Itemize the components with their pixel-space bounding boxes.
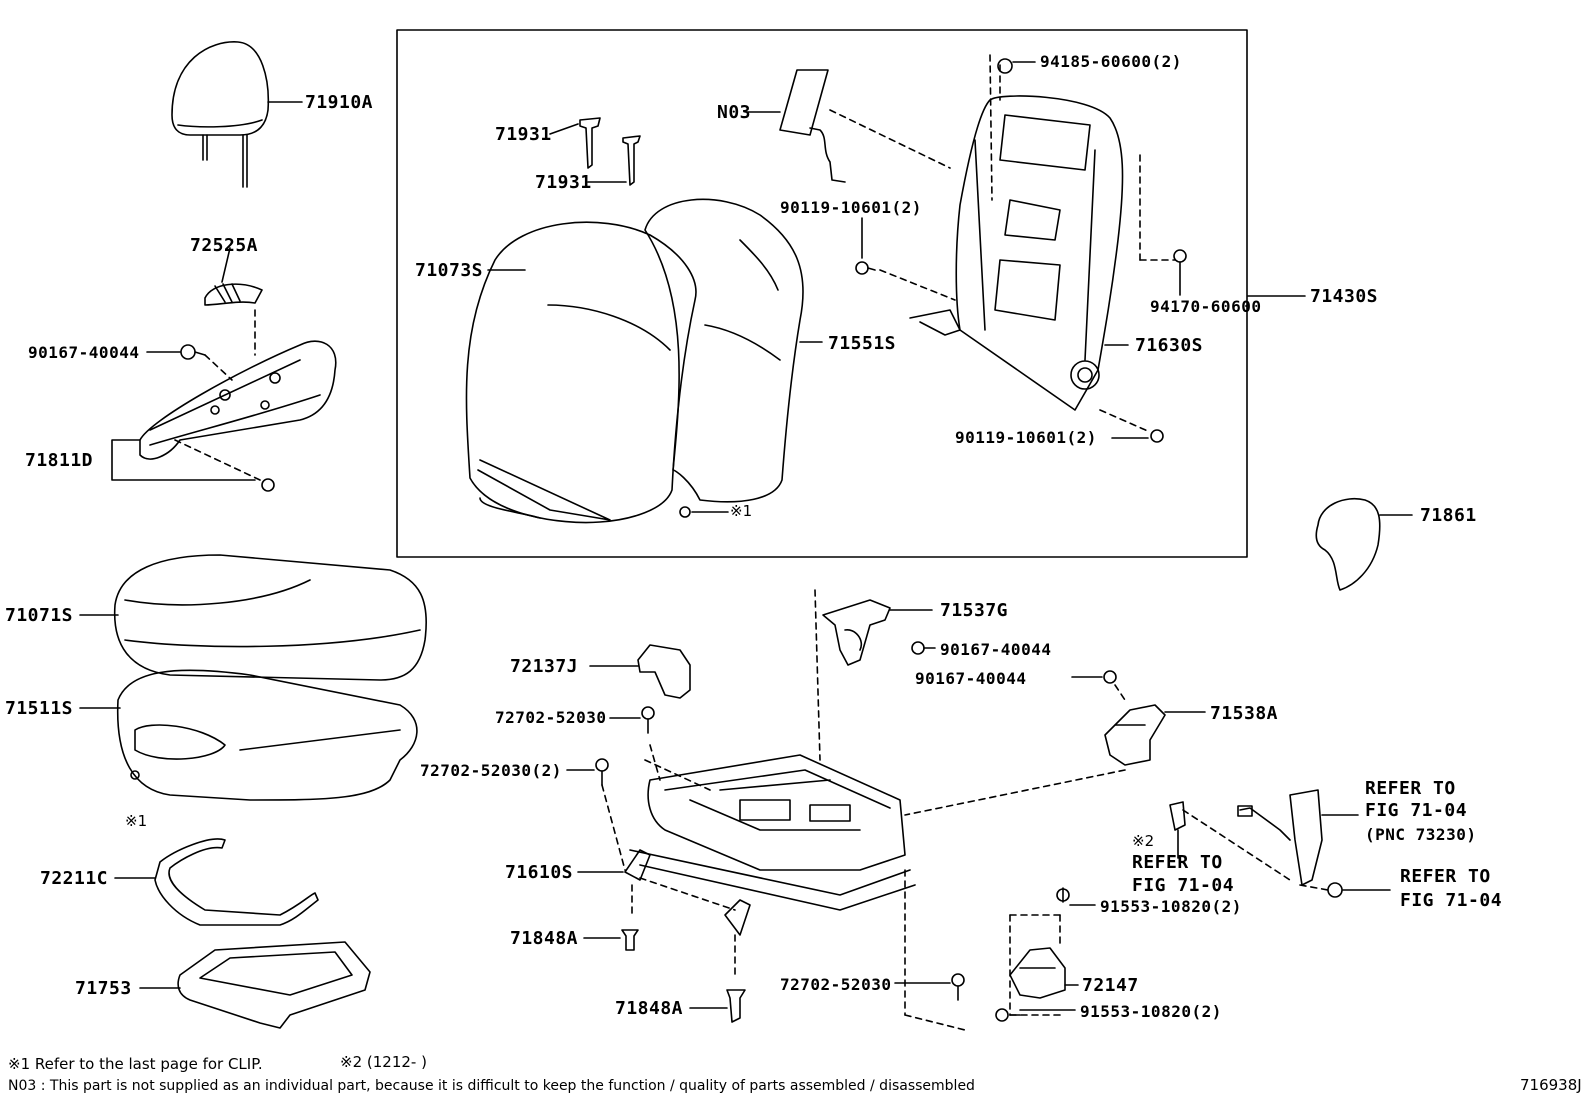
clip-ref-mark-b: ※1 [125,812,148,830]
cushion-cover-71071S [79,554,427,681]
label-94170-60600: 94170-60600 [1150,297,1262,316]
n03-footnote: N03 : This part is not supplied as an in… [8,1078,975,1094]
label-71071S: 71071S [5,605,74,626]
knob-72525A [204,247,263,356]
label-72137J: 72137J [510,656,579,677]
label-71511S: 71511S [5,698,74,719]
label-90167-40044-c: 90167-40044 [915,669,1027,688]
label-71537G: 71537G [940,600,1009,621]
seat-track-71610S [577,744,966,1031]
label-71538A: 71538A [1210,703,1279,724]
clip-ref-mark: ※1 [730,502,753,520]
bracket-72147 [995,887,1096,1022]
bracket-71537G [814,589,936,761]
date-footnote: ※2 (1212- ) [340,1053,427,1071]
seat-belt-buckle [1169,789,1391,898]
pins-71848A [583,929,746,1023]
label-71861: 71861 [1420,505,1477,526]
label-71630S: 71630S [1135,335,1204,356]
cover-72137J [589,644,691,699]
label-71610S: 71610S [505,862,574,883]
clip-footnote: ※1 Refer to the last page for CLIP. [8,1055,263,1073]
label-71848A-b: 71848A [615,998,684,1019]
refer-pnc-label: (PNC 73230) [1365,825,1477,844]
label-91553-10820-b: 91553-10820(2) [1080,1002,1222,1021]
label-72211C: 72211C [40,868,109,889]
headrest-part [171,41,303,188]
label-71848A-a: 71848A [510,928,579,949]
label-N03: N03 [717,102,752,123]
headrest-guides-71931 [549,117,641,186]
refer-fig-label-1: FIG 71-04 [1365,800,1468,821]
label-90167-40044-a: 90167-40044 [28,343,140,362]
wire-72211C [114,838,319,926]
seatback-group-frame [396,29,1248,558]
cushion-pad-71511S [79,669,418,801]
refer-to-label-3: REFER TO [1400,866,1491,887]
seatback-cover-71073S [465,221,697,524]
label-72702-52030-b: 72702-52030 [780,975,892,994]
label-72702-52030-a: 72702-52030 [495,708,607,727]
refer-to-label-1: REFER TO [1365,778,1456,799]
label-90167-40044-b: 90167-40044 [940,640,1052,659]
seatback-frame-71630S [855,54,1306,443]
label-71753: 71753 [75,978,132,999]
label-90119-10601-b: 90119-10601(2) [955,428,1097,447]
tray-71753 [139,941,371,1029]
bracket-71538A [904,670,1206,816]
label-72525A: 72525A [190,235,259,256]
label-71910A: 71910A [305,92,374,113]
refer-fig-label-3: FIG 71-04 [1400,890,1503,911]
label-71551S: 71551S [828,333,897,354]
label-72702-52030-2: 72702-52030(2) [420,761,562,780]
label-72147: 72147 [1082,975,1139,996]
refer-fig-label-2: FIG 71-04 [1132,875,1235,896]
airbag-N03 [744,69,951,183]
bolts-72702-52030 [566,706,965,1001]
label-71430S: 71430S [1310,286,1379,307]
date-ref-mark: ※2 [1132,832,1155,850]
label-94185-60600: 94185-60600(2) [1040,52,1182,71]
label-71931-a: 71931 [495,124,552,145]
side-cover-71811D [111,340,337,492]
label-90119-10601-a: 90119-10601(2) [780,198,922,217]
diagram-code: 716938J [1520,1076,1582,1094]
label-71073S: 71073S [415,260,484,281]
cover-71861 [1315,498,1413,591]
label-71811D: 71811D [25,450,94,471]
seatback-pad-71551S [644,198,823,518]
label-91553-10820-a: 91553-10820(2) [1100,897,1242,916]
label-71931-b: 71931 [535,172,592,193]
refer-to-label-2: REFER TO [1132,852,1223,873]
